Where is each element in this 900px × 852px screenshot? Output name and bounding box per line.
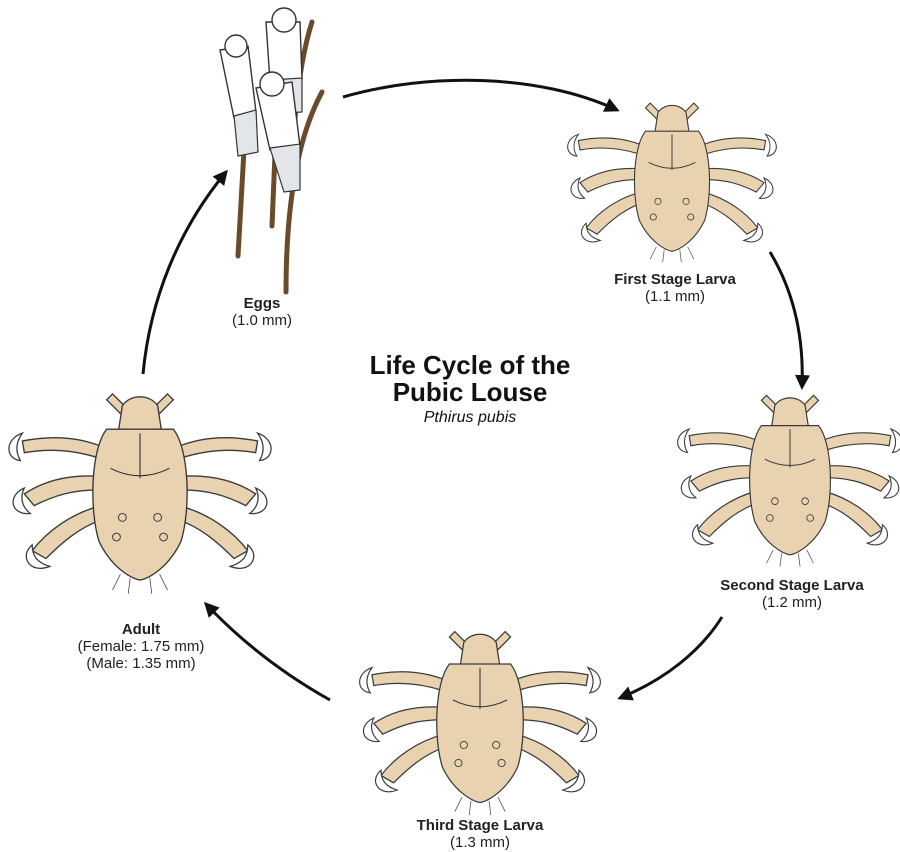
caption-adult: Adult (Female: 1.75 mm) (Male: 1.35 mm) [46, 622, 236, 672]
first-stage-larva-illustration [568, 103, 777, 262]
arrow-adult-to-eggs [143, 172, 226, 374]
stage-size-first: (1.1 mm) [580, 289, 770, 306]
title-line-1: Life Cycle of the [300, 352, 640, 379]
eggs-illustration [220, 8, 322, 292]
caption-third-stage-larva: Third Stage Larva (1.3 mm) [380, 818, 580, 852]
stage-size-adult-female: (Female: 1.75 mm) [46, 639, 236, 656]
arrow-second-to-third [620, 617, 722, 698]
caption-first-stage-larva: First Stage Larva (1.1 mm) [580, 272, 770, 306]
caption-eggs: Eggs (1.0 mm) [212, 296, 312, 330]
title-line-2: Pubic Louse [300, 379, 640, 406]
adult-illustration [9, 394, 271, 594]
stage-name-eggs: Eggs [212, 296, 312, 313]
arrow-eggs-to-first [343, 80, 617, 110]
stage-name-adult: Adult [46, 622, 236, 639]
caption-second-stage-larva: Second Stage Larva (1.2 mm) [692, 578, 892, 612]
second-stage-larva-illustration [678, 395, 900, 566]
third-stage-larva-illustration [360, 632, 601, 816]
scientific-name: Pthirus pubis [300, 409, 640, 427]
arrow-first-to-second [770, 252, 802, 387]
stage-size-eggs: (1.0 mm) [212, 313, 312, 330]
stage-name-third: Third Stage Larva [380, 818, 580, 835]
diagram-title: Life Cycle of the Pubic Louse Pthirus pu… [300, 352, 640, 427]
stage-name-second: Second Stage Larva [692, 578, 892, 595]
stage-size-third: (1.3 mm) [380, 835, 580, 852]
stage-name-first: First Stage Larva [580, 272, 770, 289]
stage-size-second: (1.2 mm) [692, 595, 892, 612]
stage-size-adult-male: (Male: 1.35 mm) [46, 656, 236, 673]
